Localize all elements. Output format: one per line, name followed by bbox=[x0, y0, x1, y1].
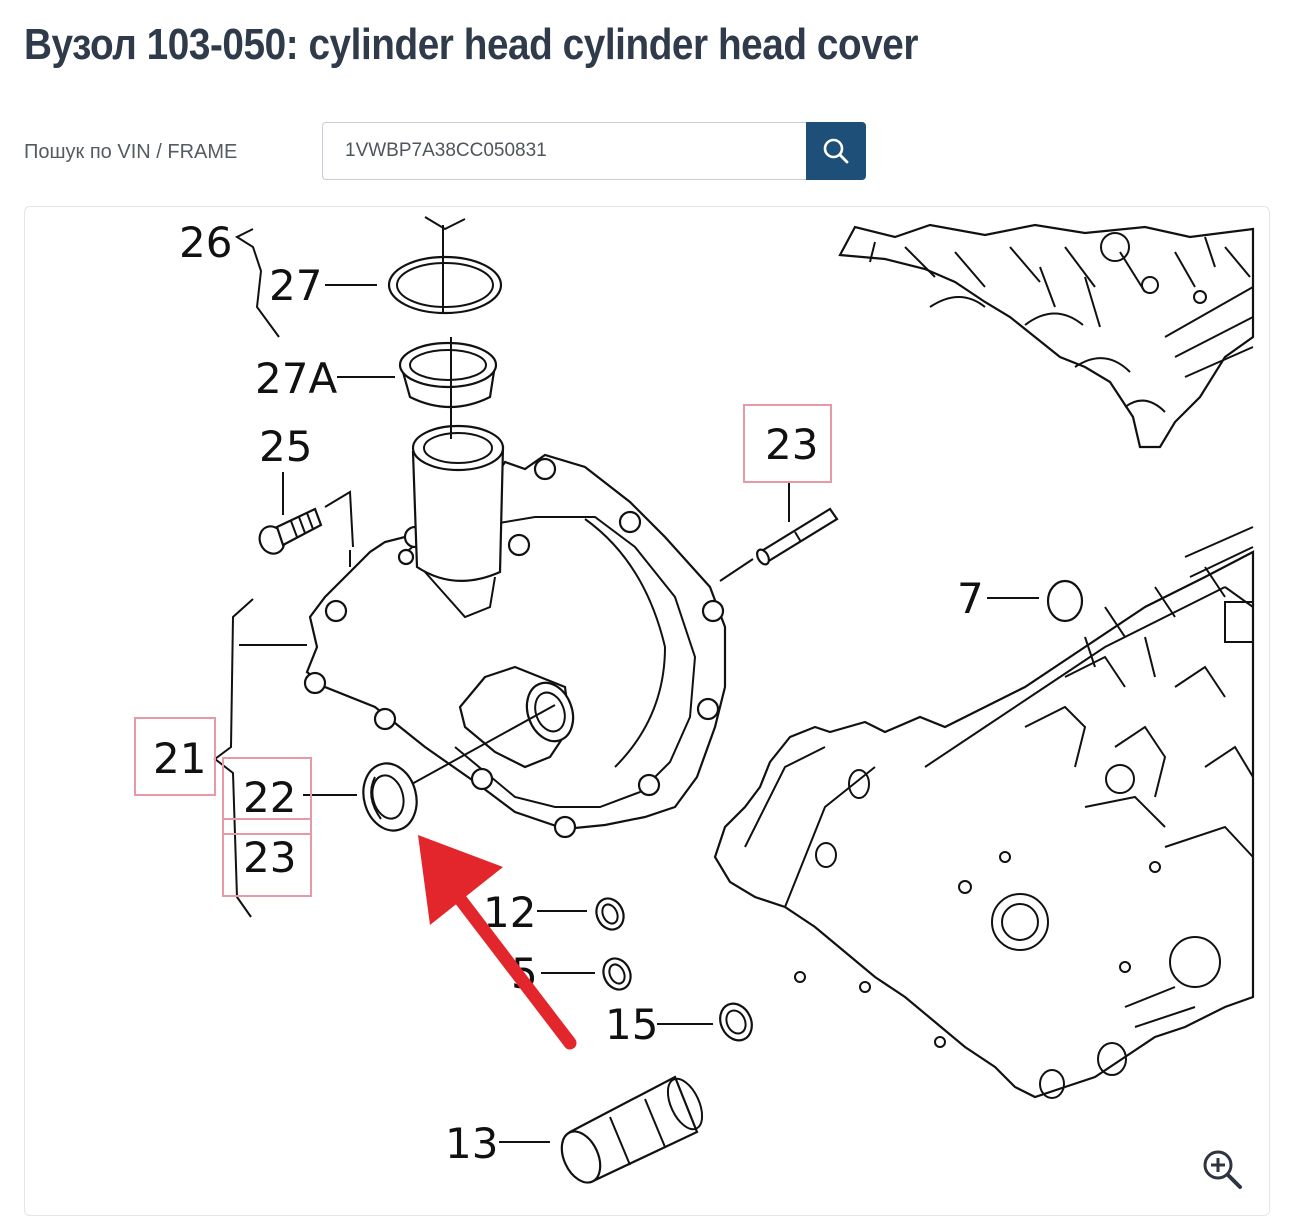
callout-22[interactable]: 22 bbox=[243, 773, 296, 822]
bolt-25-drawing bbox=[258, 472, 354, 567]
zoom-in-icon[interactable] bbox=[1200, 1147, 1244, 1191]
shaft-seal-22-drawing bbox=[362, 762, 418, 832]
seal-15-drawing bbox=[719, 1002, 753, 1042]
timing-cover-drawing bbox=[303, 424, 727, 839]
callout-27[interactable]: 27 bbox=[269, 261, 322, 310]
callout-25[interactable]: 25 bbox=[259, 422, 312, 471]
tappet-13-drawing bbox=[560, 1075, 704, 1184]
callout-13[interactable]: 13 bbox=[445, 1119, 498, 1168]
exploded-parts-diagram: 26 27 27A 25 23 7 21 22 23 12 5 15 13 bbox=[134, 216, 1255, 1184]
callout-27a[interactable]: 27A bbox=[255, 354, 337, 403]
parts-diagram-panel: 26 27 27A 25 23 7 21 22 23 12 5 15 13 bbox=[24, 206, 1270, 1216]
callout-7[interactable]: 7 bbox=[957, 574, 984, 623]
plug-7-drawing bbox=[1046, 579, 1084, 623]
callout-26[interactable]: 26 bbox=[179, 218, 232, 267]
callout-23-seal[interactable]: 23 bbox=[243, 833, 296, 882]
callout-12[interactable]: 12 bbox=[483, 888, 536, 937]
highlight-box-21[interactable] bbox=[134, 717, 216, 796]
search-icon bbox=[823, 138, 849, 164]
highlight-box-23-stud[interactable] bbox=[743, 404, 832, 483]
seal-ring-27-drawing bbox=[387, 216, 503, 315]
red-pointer-arrow bbox=[418, 835, 577, 1050]
highlight-box-22[interactable] bbox=[222, 757, 312, 835]
vin-search-input[interactable] bbox=[322, 122, 806, 180]
seal-5-drawing bbox=[602, 957, 632, 991]
stud-23-drawing bbox=[719, 482, 839, 582]
cap-27a-drawing bbox=[398, 337, 498, 439]
page-title: Вузол 103-050: cylinder head cylinder he… bbox=[24, 20, 919, 69]
cylinder-head-upper-drawing bbox=[838, 223, 1255, 449]
highlight-box-23-seal[interactable] bbox=[222, 818, 312, 897]
seal-12-drawing bbox=[595, 897, 625, 931]
callout-23-stud[interactable]: 23 bbox=[765, 420, 818, 469]
callout-15[interactable]: 15 bbox=[605, 1000, 658, 1049]
cylinder-head-lower-drawing bbox=[713, 526, 1255, 1099]
search-label: Пошук по VIN / FRAME bbox=[24, 141, 238, 163]
bracket-26 bbox=[234, 228, 280, 338]
search-button[interactable] bbox=[806, 122, 866, 180]
callout-21[interactable]: 21 bbox=[153, 734, 206, 783]
